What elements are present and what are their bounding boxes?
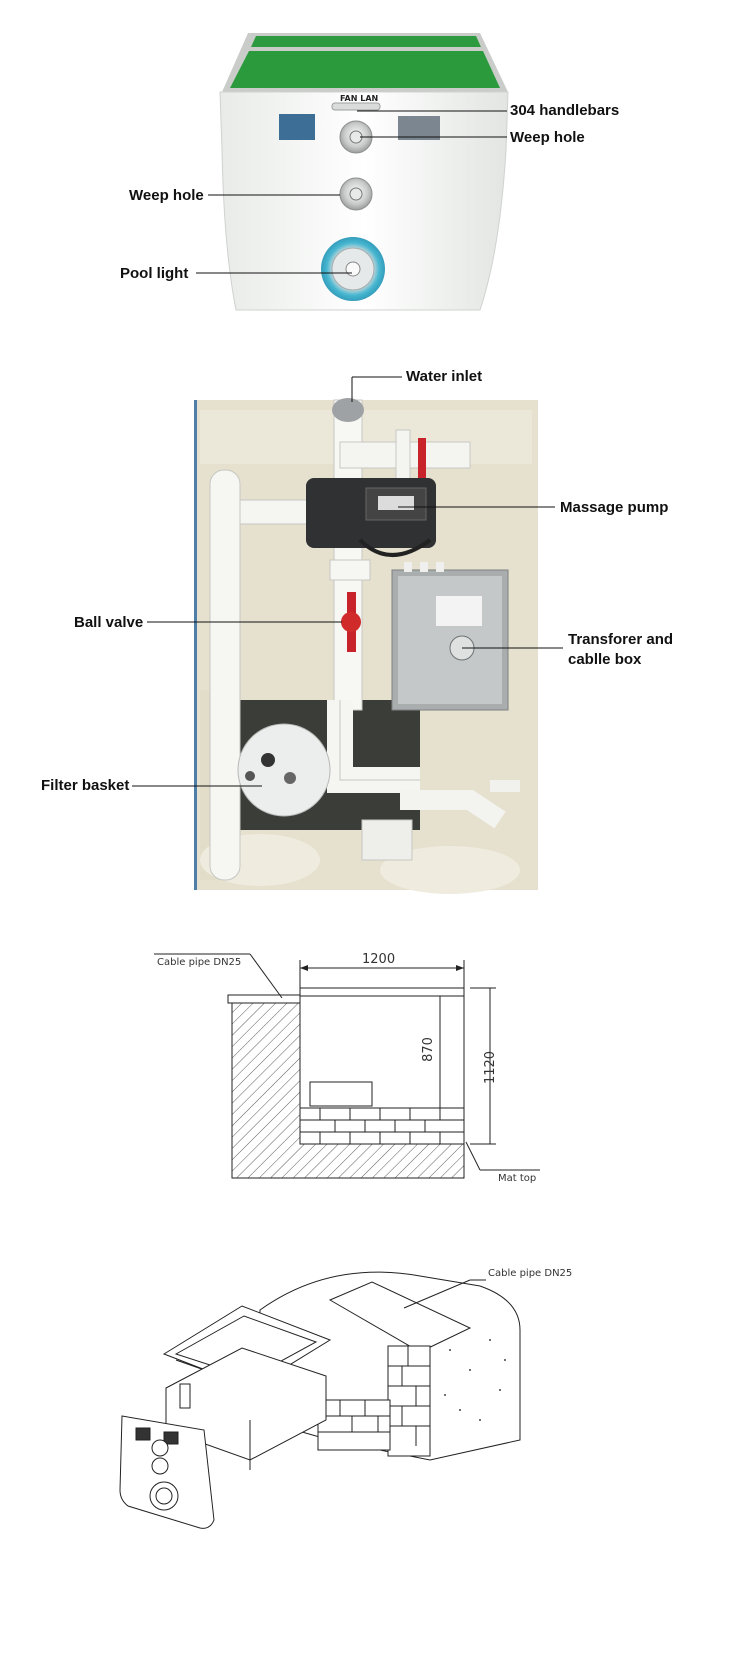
transformer-label-line1: Transforer and bbox=[568, 631, 674, 648]
green-lid bbox=[222, 33, 508, 92]
width-dimension: 1200 bbox=[362, 952, 396, 967]
transformer-label-line2: cablle box bbox=[568, 651, 642, 668]
upper-valve-handle bbox=[418, 438, 426, 484]
weep-hole-label-right: Weep hole bbox=[510, 129, 585, 146]
cable-pipe-label-section: Cable pipe DN25 bbox=[157, 957, 242, 968]
left-vertical-pipe bbox=[209, 469, 241, 881]
weep-hole-label-left: Weep hole bbox=[129, 187, 204, 204]
water-inlet-cap bbox=[332, 398, 364, 422]
water-inlet-label: Water inlet bbox=[406, 368, 483, 385]
filter-basket bbox=[237, 723, 331, 817]
brand-plate: FAN LAN bbox=[340, 94, 379, 103]
massage-pump-label: Massage pump bbox=[560, 499, 669, 516]
filter-basket-label: Filter basket bbox=[41, 777, 130, 794]
viewing-window-right bbox=[398, 116, 440, 140]
cable-pipe-label-isometric: Cable pipe DN25 bbox=[488, 1268, 573, 1279]
transformer-box bbox=[391, 562, 509, 711]
pool-light-label: Pool light bbox=[120, 265, 189, 282]
ball-valve-label: Ball valve bbox=[74, 614, 144, 631]
viewing-window-left bbox=[279, 114, 315, 140]
mat-top-label: Mat top bbox=[498, 1173, 537, 1184]
handlebars-label: 304 handlebars bbox=[510, 102, 620, 119]
massage-pump bbox=[306, 478, 436, 557]
handlebar bbox=[331, 102, 381, 111]
